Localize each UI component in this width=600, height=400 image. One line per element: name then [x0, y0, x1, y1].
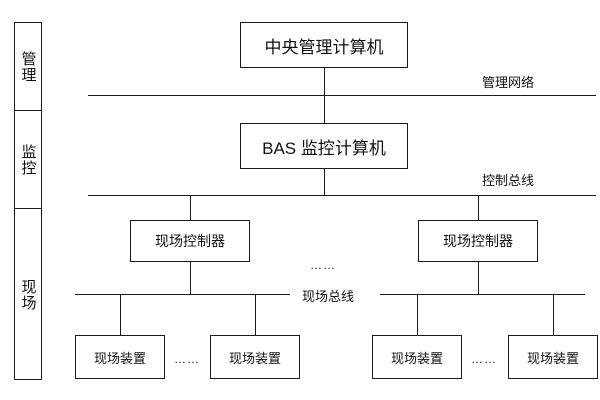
bus-management-network-label: 管理网络	[482, 75, 535, 90]
link-control-bus-to-controller-left	[190, 195, 191, 220]
node-field-device-1[interactable]: 现场装置	[75, 335, 165, 379]
layer-cell-field: 现场	[15, 209, 41, 381]
ellipsis-controllers: ……	[310, 258, 336, 272]
ellipsis-devices-right: ……	[471, 352, 497, 366]
node-field-device-2[interactable]: 现场装置	[210, 335, 300, 379]
bus-control-line	[88, 195, 596, 196]
link-management-bus-to-bas	[324, 95, 325, 123]
node-bas-supervisory-computer-label: BAS 监控计算机	[262, 138, 386, 158]
layer-label-supervisory: 监控	[19, 143, 37, 176]
node-field-device-4[interactable]: 现场装置	[508, 335, 598, 379]
node-bas-supervisory-computer[interactable]: BAS 监控计算机	[240, 123, 408, 169]
link-field-bus-to-device-1	[120, 294, 121, 335]
link-controller-right-to-field-bus	[478, 262, 479, 294]
node-central-management-computer[interactable]: 中央管理计算机	[240, 22, 408, 68]
link-controller-left-to-field-bus	[190, 262, 191, 294]
layer-cell-management: 管理	[15, 23, 41, 111]
bus-field-line-right	[380, 294, 585, 295]
node-field-device-3[interactable]: 现场装置	[372, 335, 462, 379]
link-field-bus-to-device-3	[417, 294, 418, 335]
bus-control-label: 控制总线	[482, 173, 535, 188]
bus-field-label: 现场总线	[296, 286, 361, 305]
link-control-bus-to-controller-right	[478, 195, 479, 220]
bus-field-line-left	[75, 294, 290, 295]
bus-management-network-line	[88, 95, 596, 96]
layer-cell-supervisory: 监控	[15, 111, 41, 209]
node-field-controller-right[interactable]: 现场控制器	[418, 220, 538, 262]
link-field-bus-to-device-4	[553, 294, 554, 335]
node-field-controller-right-label: 现场控制器	[443, 233, 513, 249]
layer-label-management: 管理	[19, 50, 37, 83]
node-field-controller-left-label: 现场控制器	[155, 233, 225, 249]
node-central-management-computer-label: 中央管理计算机	[264, 37, 384, 57]
node-field-device-3-label: 现场装置	[390, 350, 443, 366]
layer-column: 管理 监控 现场	[14, 22, 42, 380]
link-central-to-management-bus	[324, 68, 325, 95]
layer-label-field: 现场	[19, 279, 37, 311]
node-field-device-4-label: 现场装置	[526, 350, 579, 366]
node-field-device-1-label: 现场装置	[93, 350, 146, 366]
link-field-bus-to-device-2	[255, 294, 256, 335]
node-field-controller-left[interactable]: 现场控制器	[130, 220, 250, 262]
link-bas-to-control-bus	[324, 169, 325, 195]
node-field-device-2-label: 现场装置	[228, 350, 281, 366]
ellipsis-devices-left: ……	[174, 352, 200, 366]
